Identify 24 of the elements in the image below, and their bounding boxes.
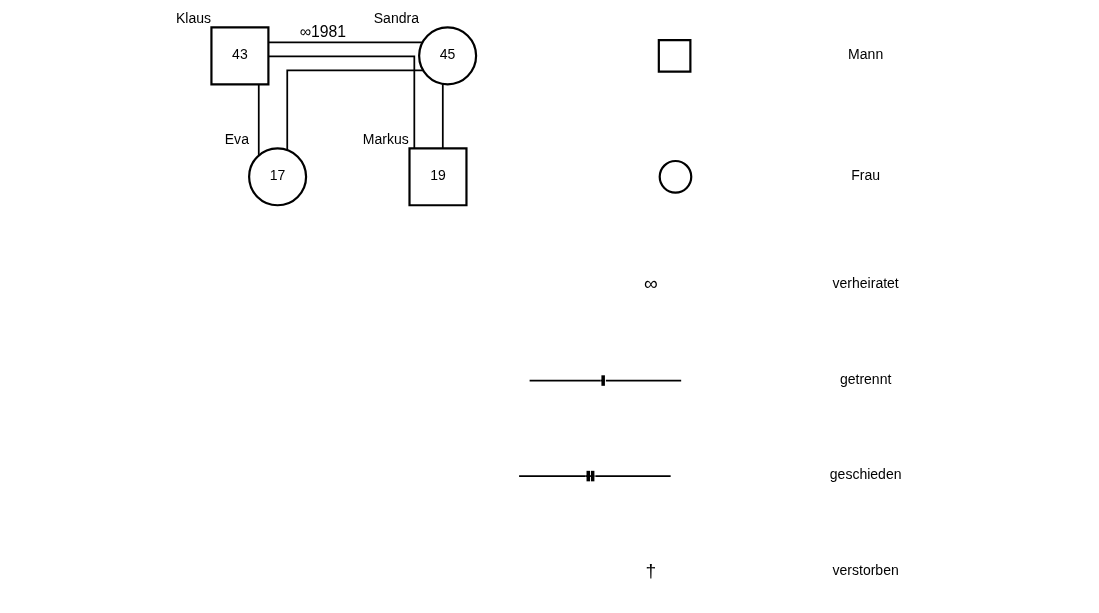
legend-label: verstorben	[832, 561, 899, 578]
node-box: 43	[210, 26, 270, 86]
node-label: Sandra	[373, 9, 419, 26]
connector	[441, 83, 444, 150]
legend-label: getrennt	[839, 370, 892, 387]
label: ∞	[644, 272, 658, 294]
node-label: Klaus	[175, 9, 211, 26]
legend-label: verheiratet	[832, 275, 899, 292]
node-circle: 17	[248, 147, 308, 207]
connector	[267, 41, 424, 44]
node-box: 19	[408, 147, 468, 207]
label: †	[645, 559, 657, 581]
edge-label: ∞1981	[299, 23, 347, 41]
node-circle	[658, 159, 693, 194]
node-label: Eva	[224, 130, 249, 147]
connector	[286, 69, 424, 151]
legend-label: Frau	[851, 167, 881, 184]
legend-label: geschieden	[829, 466, 902, 483]
node-box	[657, 39, 692, 73]
node-label: Markus	[362, 130, 409, 147]
connector	[267, 55, 416, 150]
node-circle: 45	[418, 26, 478, 86]
legend-label: Mann	[848, 46, 884, 63]
connector	[257, 83, 260, 157]
